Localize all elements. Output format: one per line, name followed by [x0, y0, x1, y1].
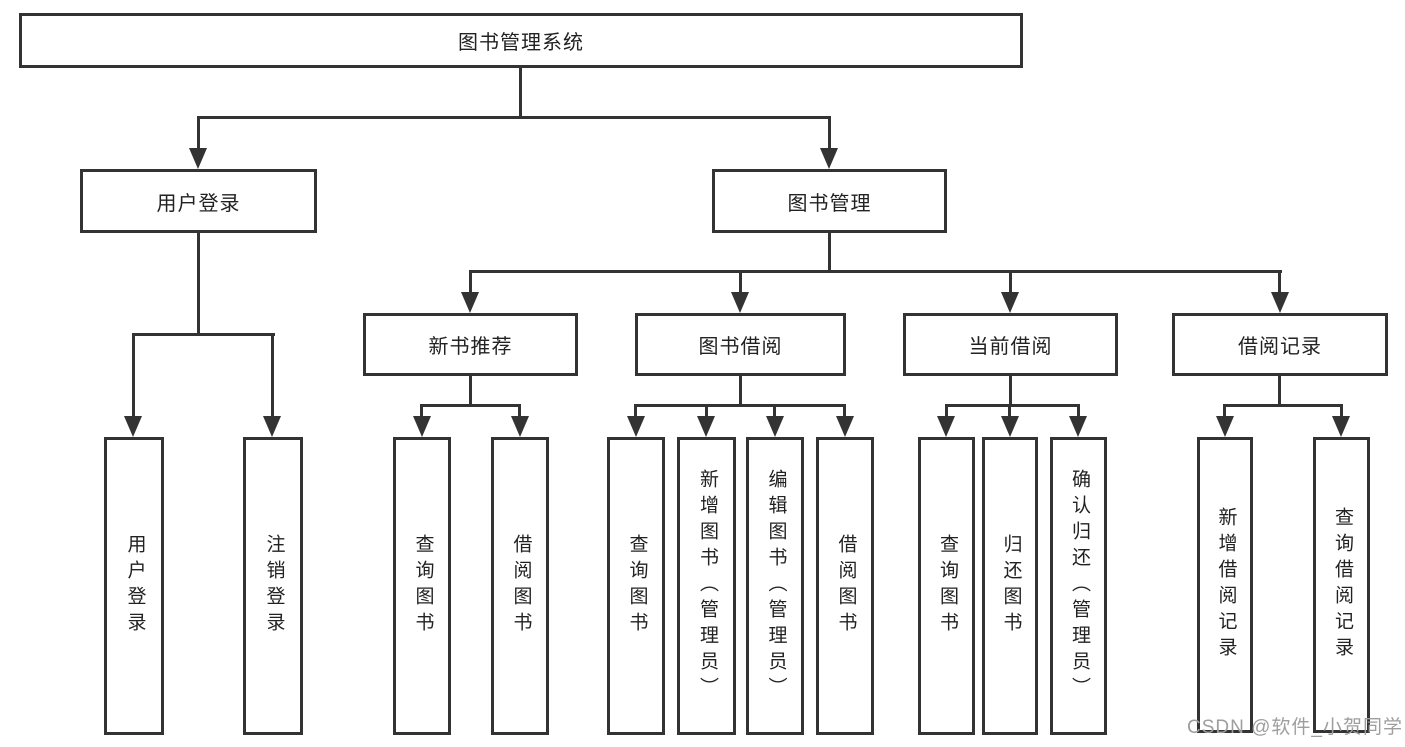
- connector-line: [705, 404, 708, 417]
- arrow-down-icon: [731, 292, 749, 313]
- node-label: 确认归还（管理员）: [1068, 469, 1090, 703]
- arrow-down-icon: [461, 292, 479, 313]
- leaf-add-books-admin: 新增图书（管理员）: [677, 437, 736, 735]
- connector-line: [420, 404, 423, 417]
- connector-line: [1278, 374, 1281, 407]
- connector-line: [1278, 270, 1281, 296]
- leaf-edit-books-admin: 编辑图书（管理员）: [746, 437, 804, 735]
- connector-line: [828, 233, 831, 273]
- node-user-login: 用户登录: [80, 169, 317, 233]
- node-book-management: 图书管理: [712, 169, 947, 233]
- connector-line: [843, 404, 846, 417]
- connector-line: [1008, 404, 1011, 417]
- connector-line: [773, 404, 776, 417]
- connector-line: [1009, 374, 1012, 407]
- csdn-watermark: CSDN @软件_小贺同学: [1187, 717, 1403, 738]
- leaf-add-borrow-record: 新增借阅记录: [1197, 437, 1253, 733]
- connector-line: [519, 66, 522, 118]
- node-label: 归还图书: [1000, 534, 1022, 638]
- connector-line: [420, 404, 521, 407]
- leaf-user-login: 用户登录: [104, 437, 164, 735]
- leaf-logout: 注销登录: [243, 437, 303, 735]
- node-current-borrowing: 当前借阅: [903, 313, 1118, 376]
- connector-line: [469, 270, 472, 296]
- connector-line: [739, 374, 742, 407]
- connector-line: [469, 270, 1282, 273]
- node-label: 编辑图书（管理员）: [765, 469, 787, 703]
- arrow-down-icon: [697, 416, 715, 437]
- arrow-down-icon: [627, 416, 645, 437]
- connector-line: [828, 116, 831, 150]
- leaf-query-borrow-record: 查询借阅记录: [1313, 437, 1370, 733]
- arrow-down-icon: [1332, 416, 1350, 437]
- arrow-down-icon: [413, 416, 431, 437]
- arrow-down-icon: [820, 148, 838, 169]
- arrow-down-icon: [1216, 416, 1234, 437]
- arrow-down-icon: [1271, 292, 1289, 313]
- arrow-down-icon: [1069, 416, 1087, 437]
- leaf-borrow-books: 借阅图书: [816, 437, 874, 735]
- arrow-down-icon: [836, 416, 854, 437]
- arrow-down-icon: [937, 416, 955, 437]
- connector-line: [634, 404, 637, 417]
- node-label: 图书借阅: [698, 336, 783, 358]
- connector-line: [518, 404, 521, 417]
- node-label: 用户登录: [124, 534, 146, 638]
- node-label: 新书推荐: [428, 336, 513, 358]
- node-new-book-recommend: 新书推荐: [363, 313, 578, 376]
- connector-line: [197, 233, 200, 336]
- node-label: 查询图书: [626, 534, 648, 638]
- connector-line: [1223, 404, 1343, 407]
- connector-line: [1009, 270, 1012, 296]
- node-book-borrowing: 图书借阅: [635, 313, 846, 376]
- connector-line: [469, 374, 472, 407]
- arrow-down-icon: [766, 416, 784, 437]
- connector-line: [1340, 404, 1343, 417]
- arrow-down-icon: [1001, 292, 1019, 313]
- leaf-return-books: 归还图书: [982, 437, 1038, 735]
- connector-line: [271, 333, 274, 417]
- leaf-borrow-books-recommend: 借阅图书: [491, 437, 549, 735]
- node-label: 查询图书: [412, 534, 434, 638]
- node-borrowing-records: 借阅记录: [1172, 313, 1388, 376]
- node-label: 查询借阅记录: [1331, 507, 1353, 663]
- node-label: 新增借阅记录: [1215, 507, 1237, 663]
- arrow-down-icon: [511, 416, 529, 437]
- node-label: 注销登录: [263, 534, 285, 638]
- connector-line: [197, 116, 200, 150]
- node-label: 借阅图书: [835, 534, 857, 638]
- node-label: 图书管理: [787, 192, 872, 215]
- leaf-confirm-return-admin: 确认归还（管理员）: [1050, 437, 1107, 735]
- node-label: 用户登录: [156, 192, 241, 215]
- leaf-query-books-borrow: 查询图书: [607, 437, 665, 735]
- connector-line: [1077, 404, 1080, 417]
- arrow-down-icon: [189, 148, 207, 169]
- leaf-query-books-recommend: 查询图书: [393, 437, 451, 735]
- node-label: 查询图书: [936, 534, 958, 638]
- node-label: 当前借阅: [968, 336, 1053, 358]
- connector-line: [739, 270, 742, 296]
- node-label: 借阅记录: [1238, 336, 1322, 358]
- connector-line: [634, 404, 846, 407]
- arrow-down-icon: [263, 416, 281, 437]
- node-root-library-system: 图书管理系统: [19, 13, 1023, 68]
- connector-line: [197, 116, 831, 119]
- node-label: 新增图书（管理员）: [696, 469, 718, 703]
- leaf-query-books-current: 查询图书: [918, 437, 975, 735]
- node-label: 借阅图书: [510, 534, 532, 638]
- connector-line: [132, 333, 275, 336]
- connector-line: [945, 404, 948, 417]
- connector-line: [1223, 404, 1226, 417]
- connector-line: [945, 404, 1080, 407]
- connector-line: [132, 333, 135, 417]
- node-label: 图书管理系统: [458, 32, 584, 54]
- arrow-down-icon: [1001, 416, 1019, 437]
- arrow-down-icon: [124, 416, 142, 437]
